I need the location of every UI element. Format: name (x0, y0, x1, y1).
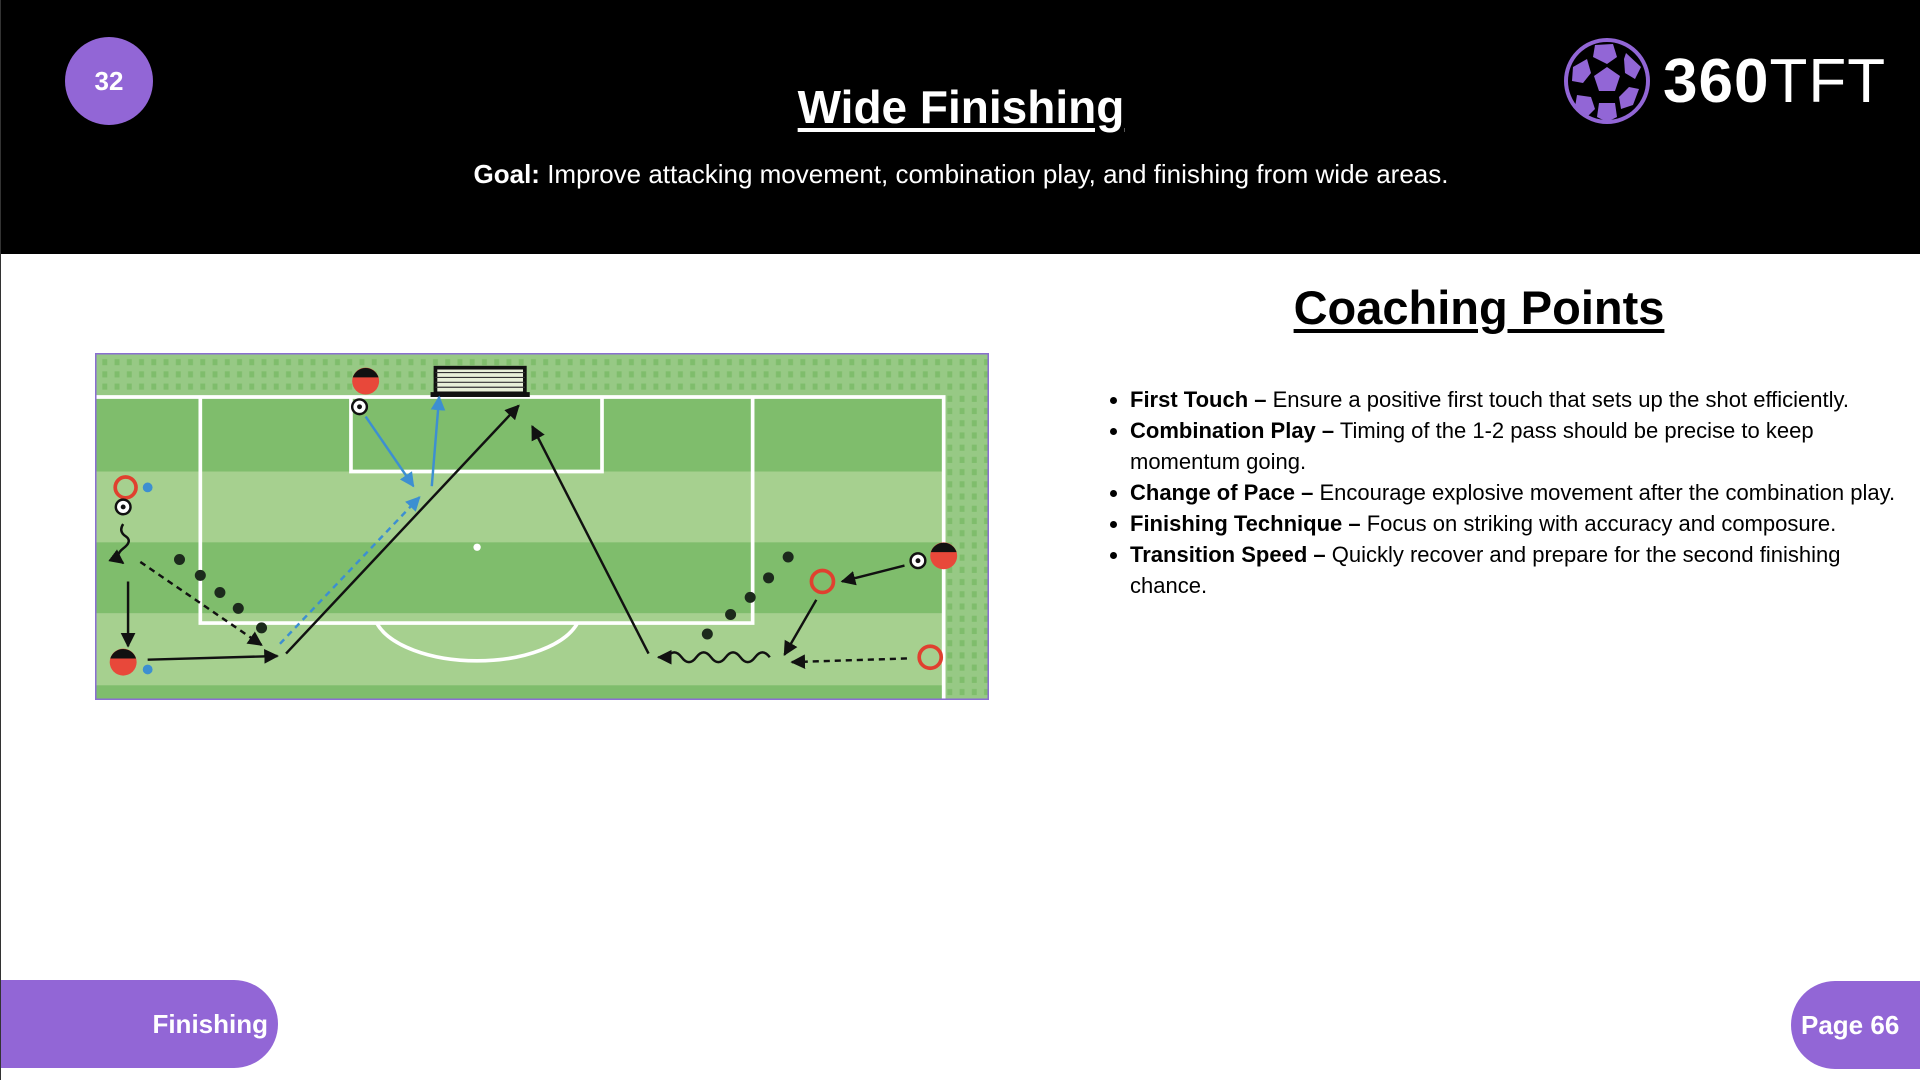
coaching-points-title: Coaching Points (1293, 281, 1665, 334)
list-item: First Touch – Ensure a positive first to… (1130, 384, 1900, 415)
balls (114, 398, 927, 570)
category-tab: Finishing (1, 980, 278, 1068)
attacking-players (109, 367, 958, 676)
blue-markers (142, 482, 153, 675)
list-item: Transition Speed – Quickly recover and p… (1130, 539, 1900, 601)
goal-statement: Goal: Improve attacking movement, combin… (473, 159, 1449, 189)
list-item: Change of Pace – Encourage explosive mov… (1130, 477, 1900, 508)
page-title: Wide Finishing (797, 81, 1125, 133)
pitch-lines (95, 395, 946, 700)
pitch-diagram (95, 353, 989, 700)
drill-number-badge: 32 (65, 37, 153, 125)
coaching-points-list: First Touch – Ensure a positive first to… (1109, 384, 1900, 601)
logo-text: 360TFT (1663, 46, 1887, 116)
soccer-ball-icon (1564, 38, 1650, 124)
blue-pass-arrows (279, 395, 446, 645)
cones (173, 551, 794, 640)
goal-icon (430, 365, 530, 397)
movement-arrows (108, 404, 907, 670)
list-item: Finishing Technique – Focus on striking … (1130, 508, 1900, 539)
header-banner: 32 Wide Finishing Goal: Improve attackin… (1, 0, 1920, 254)
logo: 360TFT (1563, 37, 1886, 125)
list-item: Combination Play – Timing of the 1-2 pas… (1130, 415, 1900, 477)
player-start-markers (113, 475, 944, 671)
page-number: Page 66 (1791, 981, 1920, 1069)
penalty-spot (473, 543, 481, 551)
diagram-border (95, 353, 989, 700)
